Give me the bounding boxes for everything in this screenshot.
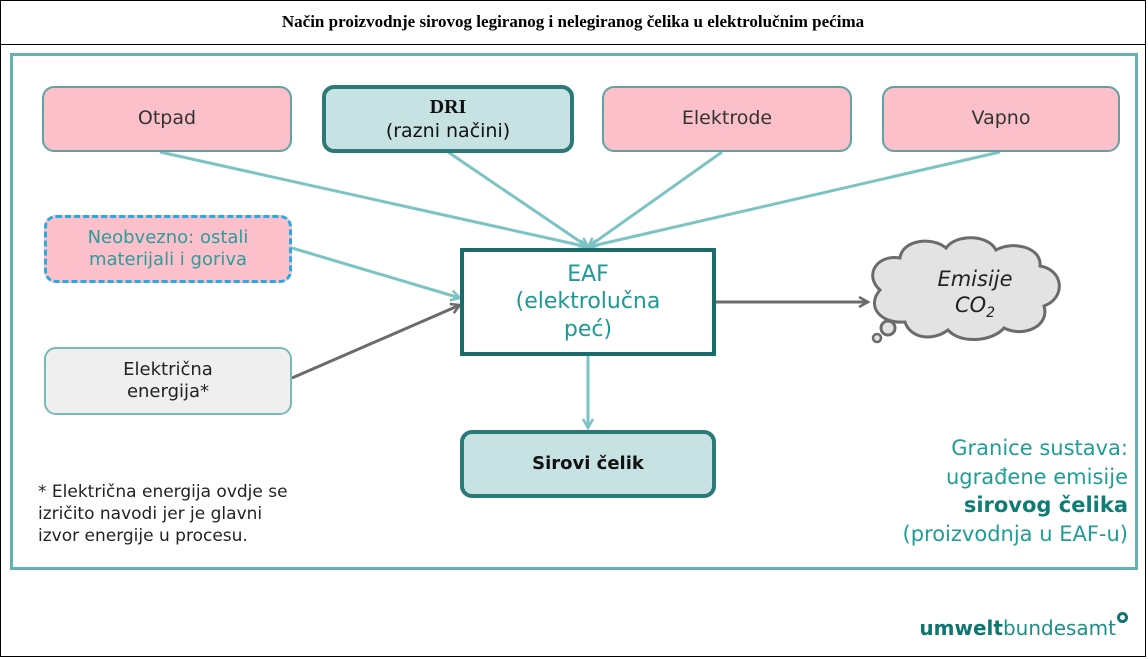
input-electricity: Električna energija* (44, 347, 292, 415)
eaf-line1: EAF (567, 261, 609, 287)
arrow-vapno-to-eaf (588, 150, 1001, 247)
emissions-line1: Emisije (937, 267, 1013, 291)
arrow-elektrode-to-eaf (588, 150, 723, 247)
input-otpad-label: Otpad (137, 107, 197, 130)
boundary-line1: Granice sustava: (951, 436, 1128, 460)
boundary-line2: ugrađene emisije (945, 464, 1128, 489)
footnote: * Električna energija ovdje se izričito … (38, 481, 358, 547)
eaf-line2: (elektrolučna (515, 289, 661, 315)
footnote-line3: izvor energije u procesu. (38, 526, 248, 547)
arrow-dri-to-eaf (447, 150, 588, 247)
input-optional-line1: Neobvezno: ostali (87, 226, 249, 248)
logo-bold: umwelt (919, 616, 1003, 640)
input-dri-subtitle: (razni načini) (385, 119, 511, 142)
footnote-line1: * Električna energija ovdje se (38, 482, 288, 502)
emissions-label: Emisije CO2 (895, 266, 1055, 323)
input-vapno-label: Vapno (971, 107, 1031, 130)
logo-light: bundesamt (1002, 616, 1116, 640)
input-elektrode: Elektrode (602, 86, 852, 152)
input-dri: DRI (razni načini) (322, 85, 574, 153)
input-optional-line2: materijali i goriva (88, 249, 248, 270)
page-title: Način proizvodnje sirovog legiranog i ne… (281, 12, 865, 31)
emissions-cloud (871, 236, 1061, 344)
footnote-line2: izričito navodi jer je glavni (38, 504, 263, 525)
eaf-process-box: EAF (elektrolučna peć) (460, 248, 716, 356)
title-bar: Način proizvodnje sirovog legiranog i ne… (0, 0, 1146, 45)
boundary-line3: sirovog čelika (963, 493, 1128, 518)
arrow-optional-to-eaf (291, 246, 460, 298)
system-boundary-frame (10, 53, 1138, 570)
input-electricity-line1: Električna (123, 358, 213, 380)
system-boundary-legend: Granice sustava: ugrađene emisije sirovo… (798, 434, 1128, 548)
co2-subscript: 2 (986, 305, 996, 322)
logo-mark-icon (1117, 612, 1128, 623)
input-vapno: Vapno (882, 86, 1120, 152)
output-raw-steel: Sirovi čelik (460, 430, 716, 498)
input-electricity-line2: energija* (126, 381, 210, 402)
co2-base: CO (954, 293, 987, 318)
input-elektrode-label: Elektrode (681, 107, 773, 130)
input-dri-title: DRI (429, 95, 467, 118)
arrow-electricity-to-eaf (291, 305, 460, 380)
boundary-line4: (proizvodnja u EAF-u) (902, 521, 1128, 546)
input-optional: Neobvezno: ostali materijali i goriva (44, 215, 292, 283)
input-otpad: Otpad (42, 86, 292, 152)
arrow-otpad-to-eaf (159, 150, 588, 247)
eaf-line3: peć) (563, 316, 613, 342)
output-raw-steel-label: Sirovi čelik (532, 452, 644, 474)
umweltbundesamt-logo: umweltbundesamt (919, 612, 1128, 640)
emissions-co2: CO2 (895, 292, 1055, 323)
